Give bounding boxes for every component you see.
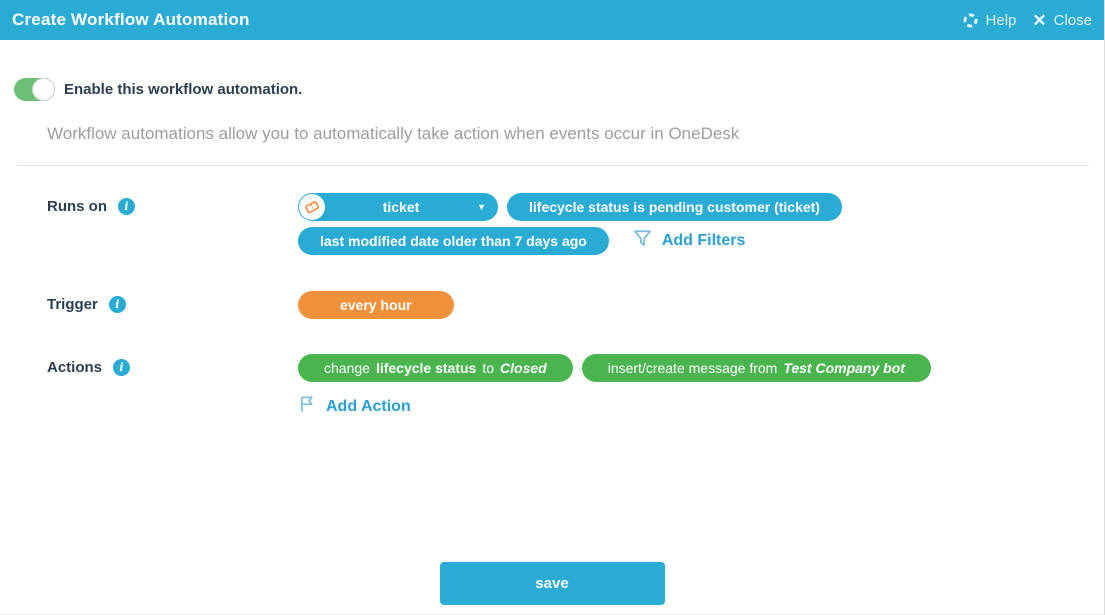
action1-property: lifecycle status [375,360,477,376]
enable-row: Enable this workflow automation. [0,78,1104,101]
trigger-label-cell: Trigger i [47,291,298,313]
action2-value: Test Company bot [783,360,905,376]
help-label: Help [985,11,1017,29]
close-icon: ✕ [1032,10,1047,30]
action1-connector: to [482,360,495,376]
header-actions: Help ✕ Close [962,12,1092,29]
trigger-label: Trigger [47,296,98,313]
actions-row: Actions i change lifecycle status to Clo… [0,354,1104,419]
help-lifebuoy-icon [962,12,979,29]
runs-on-row: Runs on i ticket ▼ [0,193,1104,261]
trigger-row: Trigger i every hour [0,291,1104,325]
save-button[interactable]: save [439,562,665,605]
chevron-down-icon: ▼ [477,202,486,212]
enable-toggle[interactable] [14,78,55,101]
filters-line-2: last modified date older than 7 days ago… [298,227,1104,255]
close-label: Close [1053,11,1092,29]
add-filters-button[interactable]: Add Filters [632,228,746,254]
runs-on-value-cell: ticket ▼ lifecycle status is pending cus… [298,193,1104,261]
add-action-button[interactable]: Add Action [298,395,411,419]
close-button[interactable]: ✕ Close [1032,12,1092,29]
runs-on-label-cell: Runs on i [47,193,298,215]
action1-prefix: change [324,360,370,376]
trigger-value-cell: every hour [298,291,1104,325]
action1-value: Closed [500,360,547,376]
action-pill-change-status[interactable]: change lifecycle status to Closed [298,354,573,382]
toggle-knob [32,78,55,101]
trigger-line: every hour [298,291,1104,319]
actions-info-icon[interactable]: i [113,359,131,376]
help-button[interactable]: Help [962,11,1017,29]
runs-on-label: Runs on [47,198,107,215]
add-action-line: Add Action [298,395,1104,419]
save-row: save [0,562,1104,605]
actions-label-cell: Actions i [47,354,298,376]
flag-icon [298,395,317,419]
add-filters-label: Add Filters [661,232,746,249]
action2-prefix: insert/create message from [607,360,778,376]
dialog-title: Create Workflow Automation [12,10,250,29]
actions-value-cell: change lifecycle status to Closed insert… [298,354,1104,419]
add-action-label: Add Action [326,398,411,415]
filter-pill-last-modified[interactable]: last modified date older than 7 days ago [298,227,609,255]
ticket-icon [299,194,325,220]
trigger-pill[interactable]: every hour [298,291,454,319]
trigger-info-icon[interactable]: i [108,296,126,313]
filter-pill-lifecycle-status[interactable]: lifecycle status is pending customer (ti… [507,193,842,221]
item-type-value: ticket [382,199,420,215]
filters-line-1: ticket ▼ lifecycle status is pending cus… [298,193,1104,221]
actions-label: Actions [47,359,103,376]
description-text: Workflow automations allow you to automa… [47,124,740,143]
runs-on-info-icon[interactable]: i [118,198,135,215]
enable-label: Enable this workflow automation. [64,81,303,98]
dialog-header: Create Workflow Automation Help ✕ Close [0,0,1104,40]
actions-line: change lifecycle status to Closed insert… [298,354,1104,382]
divider [18,165,1089,166]
item-type-dropdown[interactable]: ticket ▼ [298,193,498,221]
action-pill-insert-message[interactable]: insert/create message from Test Company … [581,354,931,382]
funnel-icon [632,228,653,254]
